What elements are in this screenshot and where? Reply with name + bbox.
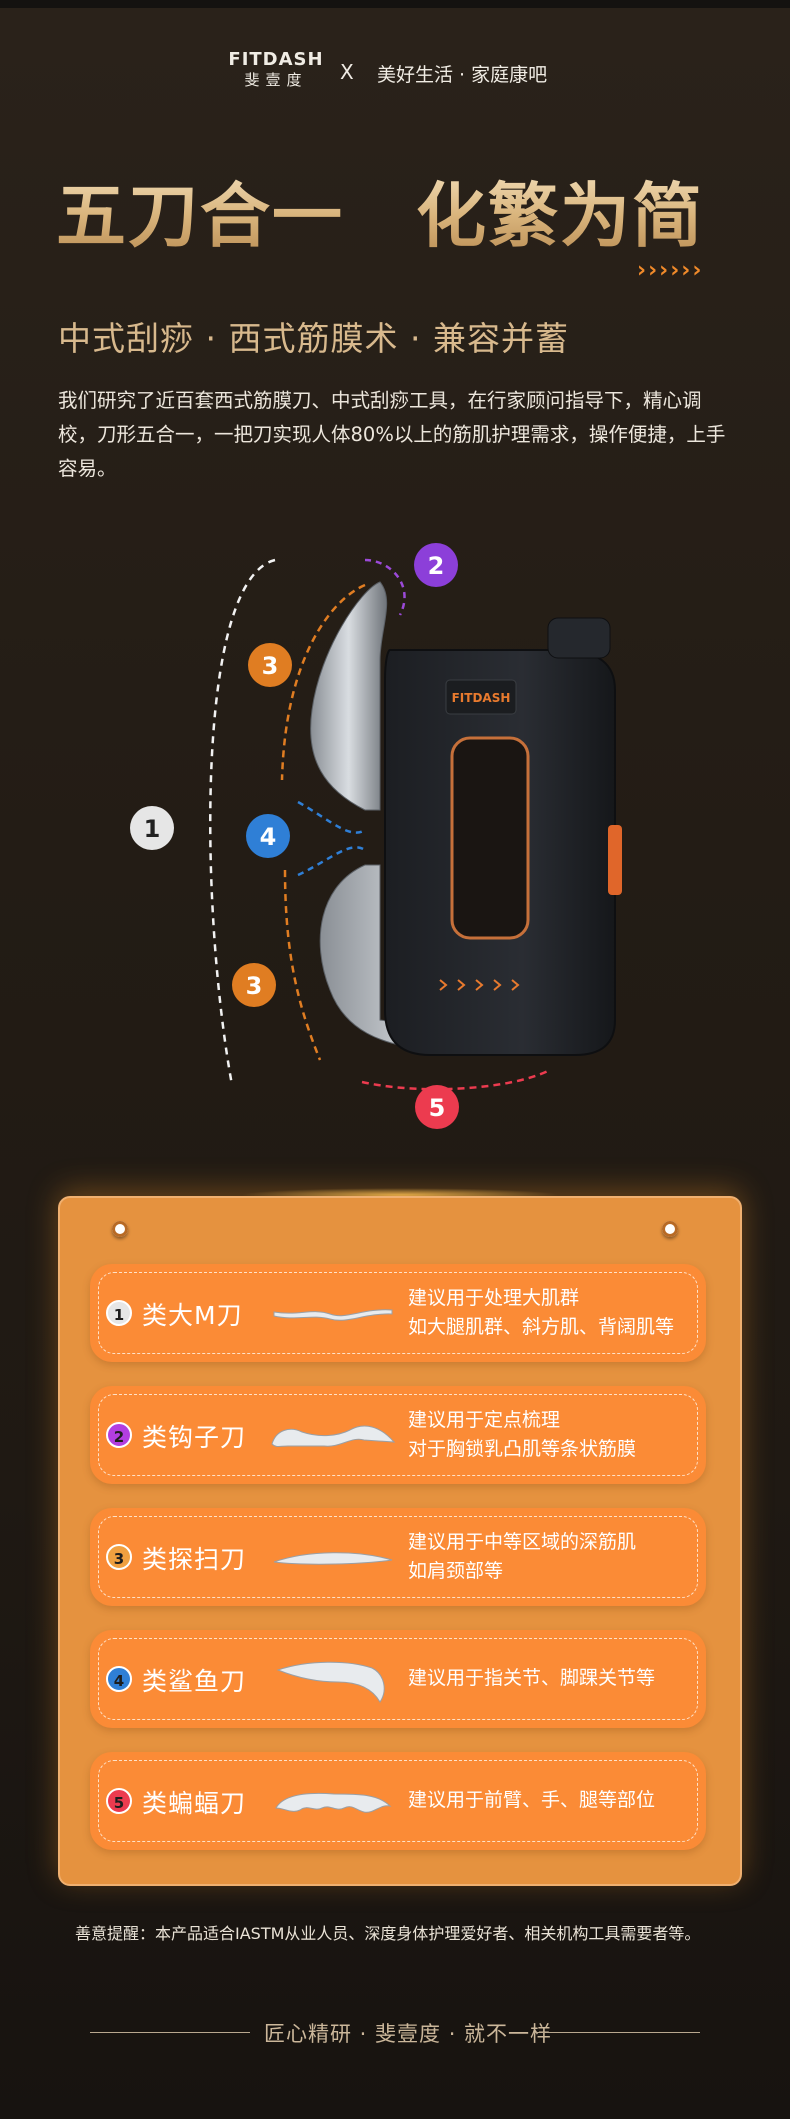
sweep-blade-icon [273, 1552, 393, 1565]
blade-card-2: 2 类钩子刀 建议用于定点梳理 对于胸锁乳凸肌等条状筋膜 [90, 1386, 706, 1484]
partner-name: 美好生活 · 家庭康吧 [377, 64, 548, 86]
guide-arc-3-top [280, 583, 366, 781]
blade-desc-4: 建议用于指关节、脚踝关节等 [408, 1664, 708, 1693]
guide-arc-3-bottom [283, 869, 322, 1061]
blade-desc-1: 建议用于处理大肌群 如大腿肌群、斜方肌、背阔肌等 [408, 1284, 708, 1342]
svg-text:5: 5 [429, 1094, 446, 1122]
guide-arc-1 [209, 558, 276, 1086]
badge-5: 5 [106, 1788, 132, 1814]
marker-2: 2 [414, 543, 458, 587]
device-logo-plate [445, 679, 517, 715]
svg-text:2: 2 [428, 552, 445, 580]
hero-title: 五刀合一 化繁为简 [56, 160, 704, 261]
blade-name-1: 类大M刀 [142, 1301, 243, 1330]
intro-paragraph: 我们研究了近百套西式筋膜刀、中式刮痧工具，在行家顾问指导下，精心调校，刀形五合一… [58, 389, 726, 480]
badge-1: 1 [106, 1300, 132, 1326]
brand-name-en: FITDASH [228, 49, 324, 70]
header: FITDASH 斐壹度 X 美好生活 · 家庭康吧 [0, 50, 790, 94]
hero-subtitle: 中式刮痧 · 西式筋膜术 · 兼容并蓄 [58, 319, 569, 358]
svg-text:3: 3 [262, 652, 279, 680]
blade-desc-5: 建议用于前臂、手、腿等部位 [408, 1786, 708, 1815]
device-cap [547, 617, 611, 659]
hook-blade-icon [271, 1425, 396, 1447]
marker-3-top: 3 [248, 643, 292, 687]
blade-desc-3-line-1: 建议用于中等区域的深筋肌 [408, 1531, 637, 1553]
device-logo: FITDASH [452, 691, 511, 705]
m-blade-icon [273, 1309, 393, 1321]
blade-name-2: 类钩子刀 [142, 1423, 247, 1452]
footer-slogan: 匠心精研 · 斐壹度 · 就不一样 [264, 2022, 553, 2046]
blade-desc-1-line-1: 建议用于处理大肌群 [408, 1287, 580, 1309]
blade-card-1: 1 类大M刀 建议用于处理大肌群 如大腿肌群、斜方肌、背阔肌等 [90, 1264, 706, 1362]
device-side-button [608, 825, 622, 895]
footer-line-left [90, 2032, 250, 2033]
blade-name-3: 类探扫刀 [142, 1545, 247, 1574]
chevron-decoration-icon: ›››››› [637, 258, 704, 283]
blade-desc-2: 建议用于定点梳理 对于胸锁乳凸肌等条状筋膜 [408, 1406, 708, 1464]
blade-card-3: 3 类探扫刀 建议用于中等区域的深筋肌 如肩颈部等 [90, 1508, 706, 1606]
product-diagram: FITDASH 1 2 3 4 3 5 [130, 543, 622, 1129]
pin-right [662, 1221, 678, 1237]
guide-arc-2 [364, 558, 406, 616]
marker-4: 4 [246, 814, 290, 858]
upper-blade [310, 581, 388, 811]
footer: 匠心精研 · 斐壹度 · 就不一样 [0, 2018, 790, 2048]
svg-text:1: 1 [144, 815, 161, 843]
brand-logo: FITDASH 斐壹度 [228, 50, 324, 90]
badge-4: 4 [106, 1666, 132, 1692]
blade-desc-2-line-1: 建议用于定点梳理 [408, 1409, 561, 1431]
marker-5: 5 [415, 1085, 459, 1129]
marker-1: 1 [130, 806, 174, 850]
friendly-reminder: 善意提醒：本产品适合IASTM从业人员、深度身体护理爱好者、相关机构工具需要者等… [75, 1924, 701, 1943]
blade-desc-3: 建议用于中等区域的深筋肌 如肩颈部等 [408, 1528, 708, 1586]
device-handle-window [450, 736, 530, 940]
blade-card-4: 4 类鲨鱼刀 建议用于指关节、脚踝关节等 [90, 1630, 706, 1728]
blade-card-5: 5 类蝙蝠刀 建议用于前臂、手、腿等部位 [90, 1752, 706, 1850]
blade-name-4: 类鲨鱼刀 [142, 1667, 247, 1696]
marker-3-bottom: 3 [232, 963, 276, 1007]
blade-desc-4-line-1: 建议用于指关节、脚踝关节等 [408, 1667, 656, 1689]
guide-arc-4 [297, 800, 366, 877]
shark-blade-icon [276, 1661, 385, 1703]
collab-separator: X [340, 60, 354, 84]
brand-name-cn: 斐壹度 [244, 71, 308, 89]
blade-panel: 1 类大M刀 建议用于处理大肌群 如大腿肌群、斜方肌、背阔肌等 2 类钩子刀 建… [58, 1196, 742, 1886]
svg-text:4: 4 [260, 823, 277, 851]
blade-desc-5-line-1: 建议用于前臂、手、腿等部位 [408, 1789, 656, 1811]
blade-name-5: 类蝙蝠刀 [142, 1789, 247, 1818]
guide-arc-5 [361, 1068, 551, 1091]
footer-line-right [534, 2032, 700, 2033]
pin-left [112, 1221, 128, 1237]
top-bar [0, 0, 790, 8]
blade-desc-2-line-2: 对于胸锁乳凸肌等条状筋膜 [408, 1438, 637, 1460]
blade-desc-1-line-2: 如大腿肌群、斜方肌、背阔肌等 [408, 1316, 675, 1338]
bat-blade-icon [275, 1792, 392, 1813]
blade-desc-3-line-2: 如肩颈部等 [408, 1560, 504, 1582]
svg-text:3: 3 [246, 972, 263, 1000]
badge-2: 2 [106, 1422, 132, 1448]
badge-3: 3 [106, 1544, 132, 1570]
device-arrow-marks [439, 979, 520, 991]
